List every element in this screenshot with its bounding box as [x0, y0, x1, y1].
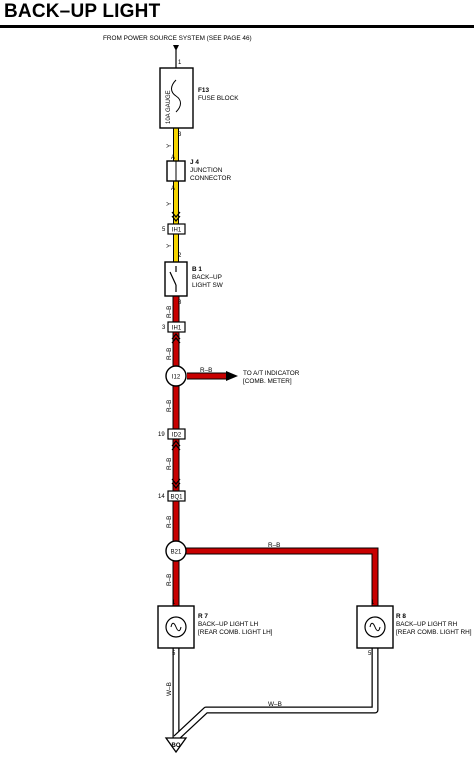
splice-i12-label: I12 — [172, 375, 181, 381]
junction-connector — [166, 160, 186, 182]
fuse-id: F13 — [198, 87, 209, 94]
title-rule — [0, 25, 474, 28]
ground-label: BO — [172, 743, 181, 749]
ih1-bottom-pin: 3 — [162, 325, 166, 331]
white-wire-right-core — [174, 648, 378, 740]
white-black-wire — [172, 648, 379, 741]
switch-name-line2: LIGHT SW — [192, 282, 224, 289]
splice-b21-label: B21 — [171, 550, 182, 556]
wire-label-y1: Y — [166, 143, 173, 148]
ih1-bottom-label: IH1 — [172, 326, 182, 332]
id2-label: ID2 — [172, 433, 182, 439]
junction-pin-bottom: A — [171, 186, 175, 192]
lamp-lh-pin-bottom: 5 — [172, 651, 176, 657]
id2-connector — [167, 428, 186, 440]
wire-label-wb-bottom: W–B — [268, 701, 282, 708]
backup-light-rh — [356, 605, 394, 649]
splice-b21 — [165, 540, 187, 562]
branch-target-line2: [COMB. METER] — [243, 378, 292, 385]
lamp-lh-name-line2: [REAR COMB. LIGHT LH] — [198, 629, 273, 636]
fuse-pin-bottom: 3 — [178, 132, 182, 138]
switch-pin-top: 2 — [178, 253, 182, 259]
wire-label-rb5: R–B — [166, 516, 173, 528]
fuse-icon — [171, 79, 181, 113]
junction-name-line2: CONNECTOR — [190, 175, 231, 182]
fuse-pin-top: 1 — [178, 60, 182, 66]
fuse-name: FUSE BLOCK — [198, 95, 239, 102]
wire-label-y3: Y — [166, 243, 173, 248]
bq1-pin: 14 — [158, 494, 165, 500]
lamp-rh-name-line1: BACK–UP LIGHT RH — [396, 621, 458, 628]
switch-name-line1: BACK–UP — [192, 274, 222, 281]
connector-arrow-ih1-bottom — [171, 333, 181, 344]
source-note: FROM POWER SOURCE SYSTEM (SEE PAGE 46) — [103, 35, 252, 42]
id2-pin: 19 — [158, 432, 165, 438]
bq1-connector — [167, 490, 186, 502]
lamp-rh-pin-top: 1 — [371, 600, 375, 606]
red-black-wire — [172, 296, 379, 606]
fuse-block: 10A GAUGE — [159, 67, 194, 129]
bq1-label: BQ1 — [170, 495, 183, 501]
lamp-rh-pin-bottom: 5 — [368, 651, 372, 657]
lamp-lh-name-line1: BACK–UP LIGHT LH — [198, 621, 259, 628]
connector-arrow-ih1-top — [171, 211, 181, 222]
connector-arrow-bq1 — [171, 478, 181, 489]
source-arrow-icon — [173, 45, 179, 51]
wire-label-rb4: R–B — [166, 458, 173, 470]
junction-pin-top: A — [171, 155, 175, 161]
wire-label-wb-left: W–B — [166, 682, 173, 696]
wire-label-rb-right: R–B — [268, 542, 280, 549]
wire-label-rb6: R–B — [166, 574, 173, 586]
wire-label-rb1: R–B — [166, 306, 173, 318]
splice-i12 — [165, 365, 187, 387]
switch-id: B 1 — [192, 266, 202, 273]
backup-light-lh — [157, 605, 195, 649]
connector-arrow-id2 — [171, 440, 181, 451]
wire-label-rb2: R–B — [166, 348, 173, 360]
backup-light-switch — [164, 261, 188, 297]
ih1-top-connector — [167, 223, 186, 235]
wire-label-y2: Y — [166, 201, 173, 206]
branch-arrow-icon — [226, 371, 238, 381]
lamp-rh-id: R 8 — [396, 613, 406, 620]
lamp-lh-pin-top: 1 — [172, 600, 176, 606]
junction-name-line1: JUNCTION — [190, 167, 223, 174]
switch-pin-bottom: 8 — [178, 300, 182, 306]
red-wire-right — [176, 548, 378, 606]
wire-label-rb3: R–B — [166, 400, 173, 412]
page-title: BACK–UP LIGHT — [4, 1, 161, 22]
ih1-top-label: IH1 — [172, 228, 182, 234]
ih1-top-pin: 5 — [162, 227, 166, 233]
ground-icon — [164, 737, 188, 754]
branch-target-line1: TO A/T INDICATOR — [243, 370, 300, 377]
ih1-bottom-connector — [167, 321, 186, 333]
lamp-lh-id: R 7 — [198, 613, 208, 620]
lamp-rh-name-line2: [REAR COMB. LIGHT RH] — [396, 629, 472, 636]
wire-label-rb-branch: R–B — [200, 367, 212, 374]
fuse-rating: 10A GAUGE — [166, 90, 172, 124]
junction-id: J 4 — [190, 159, 199, 166]
switch-contact-icon — [169, 271, 177, 286]
